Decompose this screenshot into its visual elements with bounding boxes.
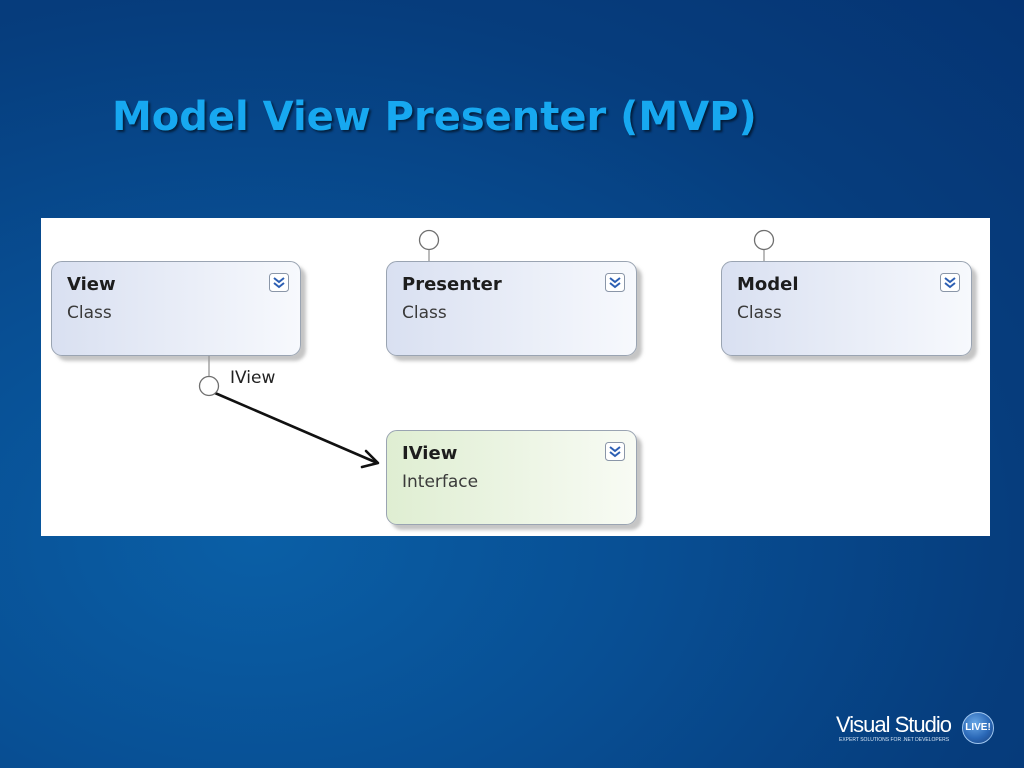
presenter-class-name: Presenter (402, 274, 502, 295)
view-lollipop-icon (198, 375, 220, 397)
diagram-connectors (198, 229, 775, 469)
view-class-kind: Class (67, 303, 112, 323)
double-chevron-down-icon[interactable] (269, 273, 289, 292)
iview-interface-name: IView (402, 443, 458, 464)
iview-lollipop-label: IView (230, 368, 276, 388)
presenter-lollipop-icon (418, 229, 440, 251)
presenter-class-kind: Class (402, 303, 447, 323)
model-class-name: Model (737, 274, 799, 295)
vs-tagline: EXPERT SOLUTIONS FOR .NET DEVELOPERS (839, 737, 950, 743)
double-chevron-down-icon[interactable] (605, 273, 625, 292)
presenter-class-shape[interactable]: Presenter Class (386, 261, 637, 356)
live-badge-icon: LIVE! (962, 712, 994, 744)
model-lollipop-icon (753, 229, 775, 251)
visual-studio-live-logo: Visual Studio EXPERT SOLUTIONS FOR .NET … (836, 712, 996, 746)
model-class-shape[interactable]: Model Class (721, 261, 972, 356)
implements-arrow-line (213, 391, 377, 464)
slide-title: Model View Presenter (MVP) (112, 94, 757, 140)
class-diagram: IView View Class Presenter Class Model C… (41, 218, 990, 536)
double-chevron-down-icon[interactable] (940, 273, 960, 292)
vs-product-name: Visual Studio (836, 712, 952, 737)
implements-arrow-head (360, 449, 380, 469)
iview-interface-kind: Interface (402, 472, 479, 492)
double-chevron-down-icon[interactable] (605, 442, 625, 461)
view-class-shape[interactable]: View Class (51, 261, 301, 356)
view-class-name: View (67, 274, 116, 295)
iview-interface-shape[interactable]: IView Interface (386, 430, 637, 525)
model-class-kind: Class (737, 303, 782, 323)
